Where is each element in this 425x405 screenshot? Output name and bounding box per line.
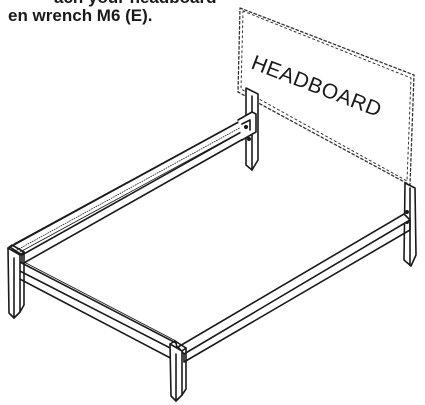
front-right-post	[169, 340, 187, 402]
front-left-post	[7, 244, 25, 319]
instruction-line-1: ach your headboard	[54, 0, 216, 8]
left-side-rail	[9, 117, 253, 265]
rail-bracket	[237, 111, 257, 141]
foot-rail	[11, 257, 179, 363]
instruction-line-2: en wrench M6 (E).	[8, 6, 153, 25]
right-side-rail	[177, 213, 411, 363]
headboard-label: HEADBOARD	[248, 51, 385, 122]
